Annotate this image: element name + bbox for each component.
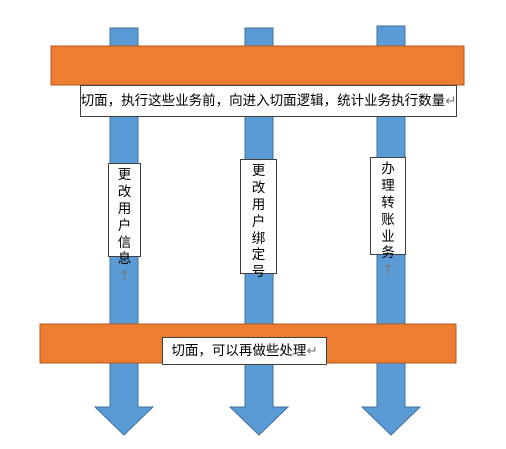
paragraph-mark: ↵ [306, 342, 318, 359]
paragraph-mark: ↵ [445, 92, 457, 109]
arrow-2-text: 更改用户绑定号 [251, 163, 266, 281]
arrow-3-label: 办理转账业务 ↑ [370, 157, 406, 278]
top-band-text: 切面，执行这些业务前，向进入切面逻辑，统计业务执行数量 [80, 92, 446, 109]
bottom-band-label: 切面，可以再做些处理↵ [162, 337, 327, 365]
top-aspect-band [50, 45, 465, 86]
arrow-3-text: 办理转账业务 [381, 161, 395, 262]
top-band-label: 切面，执行这些业务前，向进入切面逻辑，统计业务执行数量↵ [80, 85, 457, 117]
line-break-mark: ↑ [382, 262, 394, 279]
line-break-mark: ↑ [118, 268, 131, 285]
arrow-2-label: 更改用户绑定号 [240, 159, 277, 280]
arrow-1-text: 更改用户信息 [117, 167, 132, 268]
bottom-band-text: 切面，可以再做些处理 [171, 342, 307, 359]
arrow-1-label: 更改用户信息 ↑ [108, 163, 141, 284]
